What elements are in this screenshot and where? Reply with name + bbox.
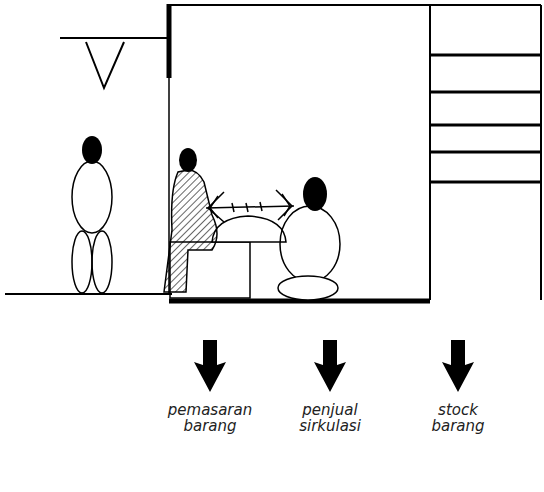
- post: [167, 4, 172, 78]
- goods-mound: [212, 216, 286, 242]
- label-text: stock barang: [428, 402, 488, 434]
- shelf: [430, 91, 541, 94]
- label-text: pemasaran barang: [164, 402, 256, 434]
- awning-line: [60, 37, 168, 39]
- label-text: penjual sirkulasi: [289, 402, 371, 434]
- awning-symbol: [86, 42, 124, 88]
- down-arrow: [194, 340, 226, 392]
- shelf: [430, 54, 541, 57]
- shelf: [430, 181, 541, 184]
- buyer-body: [280, 206, 340, 282]
- person-head: [82, 136, 102, 164]
- shelf: [430, 124, 541, 127]
- ground-line: [5, 293, 172, 295]
- interaction-arrow: [206, 190, 294, 222]
- person-body: [72, 161, 112, 233]
- shelf: [430, 151, 541, 154]
- buyer-head: [303, 177, 327, 211]
- seller-figure: [164, 170, 217, 292]
- person-leg: [92, 231, 112, 293]
- buyer-legs: [278, 276, 338, 300]
- person-leg: [72, 231, 92, 293]
- roof-line: [169, 4, 541, 6]
- seller-head: [179, 148, 197, 172]
- down-arrow: [314, 340, 346, 392]
- down-arrow: [442, 340, 474, 392]
